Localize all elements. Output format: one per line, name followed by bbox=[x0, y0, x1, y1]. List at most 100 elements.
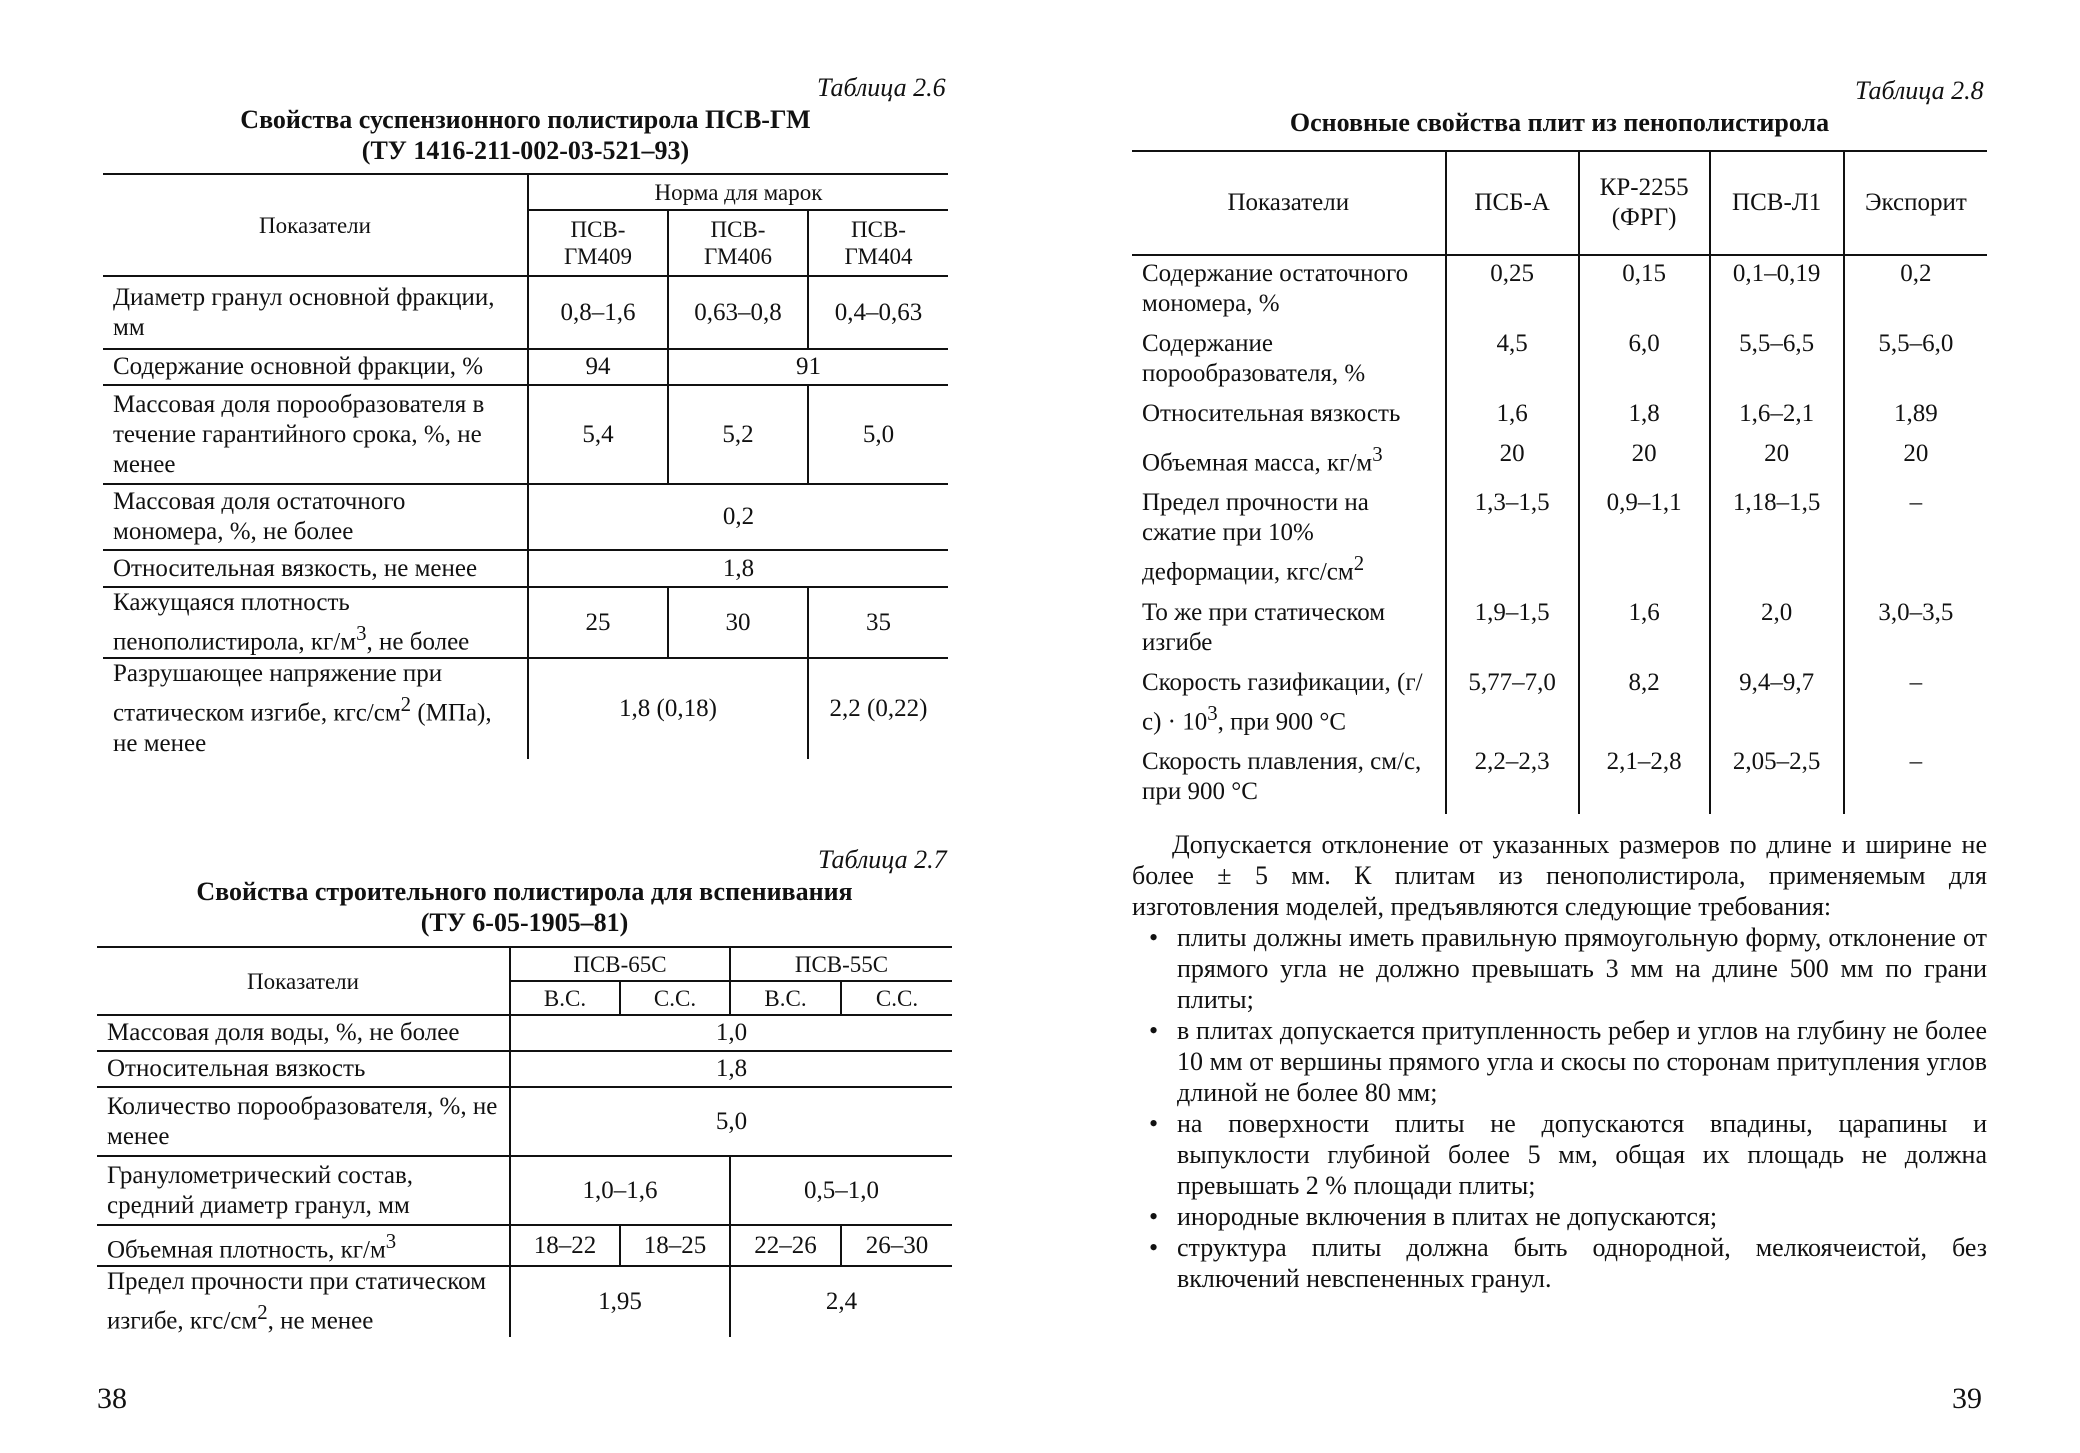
cell-value: 18–25 bbox=[619, 1223, 731, 1268]
cell-value: 1,9–1,5 bbox=[1444, 594, 1580, 665]
table-row: Содержание основной фракции, % 94 91 bbox=[103, 348, 948, 386]
table-row: Гранулометрический состав, средний диаме… bbox=[97, 1155, 952, 1226]
list-item: •инородные включения в плитах не допуска… bbox=[1149, 1202, 1718, 1231]
header-grade: ПСВ-65С bbox=[509, 946, 731, 982]
cell-value: 1,0–1,6 bbox=[509, 1155, 731, 1226]
cell-value: 94 bbox=[527, 348, 669, 386]
row-name: Скорость плавления, см/с, при 900 °С bbox=[1132, 743, 1447, 814]
header-indicators: Показатели bbox=[97, 946, 511, 1016]
row-name: Разрушающее напряжение при статическом и… bbox=[103, 657, 529, 759]
row-name: Диаметр гранул основной фракции, мм bbox=[103, 275, 529, 350]
cell-value: 0,9–1,1 bbox=[1577, 485, 1711, 595]
cell-value: 2,2 (0,22) bbox=[807, 657, 948, 759]
row-name: Гранулометрический состав, средний диаме… bbox=[97, 1155, 511, 1226]
header-grade: ПСВ-ГМ406 bbox=[667, 209, 809, 277]
cell-value: 5,2 bbox=[667, 384, 809, 485]
table-row: Разрушающее напряжение при статическом и… bbox=[103, 657, 948, 759]
table-row: Содержание порообразователя, % 4,5 6,0 5… bbox=[1132, 326, 1987, 396]
cell-value: – bbox=[1842, 485, 1987, 595]
table-2-6: Показатели Норма для марок ПСВ-ГМ409 ПСВ… bbox=[103, 173, 948, 759]
table-row: Массовая доля остаточного мономера, %, н… bbox=[103, 483, 948, 551]
table-row: Относительная вязкость 1,6 1,8 1,6–2,1 1… bbox=[1132, 396, 1987, 436]
page-number: 39 bbox=[1952, 1382, 1982, 1415]
cell-value: 20 bbox=[1577, 436, 1711, 486]
cell-value: 8,2 bbox=[1577, 664, 1711, 744]
cell-value: 1,3–1,5 bbox=[1444, 485, 1580, 595]
cell-value: 0,2 bbox=[1842, 255, 1987, 326]
row-name: Количество порообразователя, %, не менее bbox=[97, 1086, 511, 1157]
table-row: Количество порообразователя, %, не менее… bbox=[97, 1086, 952, 1157]
paragraph: Допускается отклонение от указанных разм… bbox=[1132, 830, 1987, 921]
table-row: Диаметр гранул основной фракции, мм 0,8–… bbox=[103, 275, 948, 350]
row-name: Содержание порообразователя, % bbox=[1132, 326, 1447, 396]
row-name: Массовая доля воды, %, не более bbox=[97, 1014, 511, 1052]
cell-value: 91 bbox=[667, 348, 948, 386]
header-subgrade: С.С. bbox=[840, 980, 952, 1016]
table-row: То же при статическом изгибе 1,9–1,5 1,6… bbox=[1132, 594, 1987, 665]
row-name: Предел прочности на сжатие при 10% дефор… bbox=[1132, 485, 1447, 595]
table-2-7-title-line1: Свойства строительного полистирола для в… bbox=[196, 877, 853, 906]
table-row: Скорость газификации, (г/с) · 103, при 9… bbox=[1132, 664, 1987, 744]
header-indicators: Показатели bbox=[1132, 151, 1447, 256]
bullet-icon: • bbox=[1149, 923, 1159, 952]
cell-value: 2,1–2,8 bbox=[1577, 743, 1711, 814]
bullet-icon: • bbox=[1149, 1109, 1159, 1138]
cell-value: 1,8 bbox=[509, 1050, 952, 1088]
cell-value: 5,4 bbox=[527, 384, 669, 485]
cell-value: 20 bbox=[1708, 436, 1845, 486]
table-2-6-label: Таблица 2.6 bbox=[817, 73, 946, 102]
row-name: Объемная масса, кг/м3 bbox=[1132, 436, 1447, 486]
cell-value: 1,6 bbox=[1577, 594, 1711, 665]
header-subgrade: С.С. bbox=[619, 980, 731, 1016]
cell-value: 2,05–2,5 bbox=[1708, 743, 1845, 814]
cell-value: 5,0 bbox=[509, 1086, 952, 1157]
header-grade: КР-2255 (ФРГ) bbox=[1577, 151, 1711, 256]
cell-value: 30 bbox=[667, 585, 809, 660]
header-grade: ПСВ-ГМ409 bbox=[528, 209, 669, 277]
header-subgrade: В.С. bbox=[510, 980, 621, 1016]
table-2-6-title-line1: Свойства суспензионного полистирола ПСВ-… bbox=[240, 105, 811, 134]
cell-value: 2,0 bbox=[1708, 594, 1845, 665]
cell-value: 5,5–6,5 bbox=[1708, 326, 1845, 396]
requirements-list: •плиты должны иметь правильную прямоугол… bbox=[1132, 922, 1987, 1294]
row-name: Содержание основной фракции, % bbox=[103, 348, 529, 386]
cell-value: – bbox=[1842, 743, 1987, 814]
cell-value: 1,6–2,1 bbox=[1708, 396, 1845, 436]
cell-value: 5,0 bbox=[807, 384, 948, 485]
table-row: Содержание остаточного мономера, % 0,25 … bbox=[1132, 255, 1987, 326]
cell-value: 26–30 bbox=[840, 1223, 952, 1268]
list-item: •в плитах допускается притупленность реб… bbox=[1149, 1016, 1987, 1107]
header-grade: ПСБ-А bbox=[1444, 151, 1580, 256]
cell-value: 20 bbox=[1444, 436, 1580, 486]
table-row: Предел прочности на сжатие при 10% дефор… bbox=[1132, 485, 1987, 595]
cell-value: 22–26 bbox=[729, 1223, 842, 1268]
table-2-7: Показатели ПСВ-65С ПСВ-55С В.С. С.С. В.С… bbox=[97, 946, 952, 1337]
table-row: Объемная плотность, кг/м3 18–22 18–25 22… bbox=[97, 1223, 952, 1268]
table-2-8-label: Таблица 2.8 bbox=[1855, 76, 1984, 105]
bullet-icon: • bbox=[1149, 1016, 1159, 1045]
header-indicators: Показатели bbox=[103, 173, 529, 277]
header-norm: Норма для марок bbox=[527, 173, 948, 211]
cell-value: 4,5 bbox=[1444, 326, 1580, 396]
table-2-8-title: Основные свойства плит из пенополистирол… bbox=[1289, 108, 1830, 137]
cell-value: 0,1–0,19 bbox=[1708, 255, 1845, 326]
header-grade: Экспорит bbox=[1842, 151, 1987, 256]
table-2-6-title: Свойства суспензионного полистирола ПСВ-… bbox=[103, 104, 948, 166]
cell-value: 0,2 bbox=[527, 483, 948, 551]
cell-value: 35 bbox=[807, 585, 948, 660]
row-name: Объемная плотность, кг/м3 bbox=[97, 1223, 511, 1268]
list-item: •на поверхности плиты не допускаются впа… bbox=[1149, 1109, 1987, 1200]
cell-value: 5,5–6,0 bbox=[1842, 326, 1987, 396]
row-name: Относительная вязкость bbox=[97, 1050, 511, 1088]
cell-value: 1,6 bbox=[1444, 396, 1580, 436]
bullet-icon: • bbox=[1149, 1202, 1159, 1231]
table-row: Объемная масса, кг/м3 20 20 20 20 bbox=[1132, 436, 1987, 486]
table-row: Массовая доля порообразователя в течение… bbox=[103, 384, 948, 485]
cell-value: 0,5–1,0 bbox=[729, 1155, 952, 1226]
row-name: Содержание остаточного мономера, % bbox=[1132, 255, 1447, 326]
cell-value: 0,15 bbox=[1577, 255, 1711, 326]
header-grade: ПСВ-ГМ404 bbox=[807, 209, 948, 277]
cell-value: 18–22 bbox=[509, 1223, 621, 1268]
row-name: Массовая доля порообразователя в течение… bbox=[103, 384, 529, 485]
list-item: •плиты должны иметь правильную прямоугол… bbox=[1149, 923, 1987, 1014]
